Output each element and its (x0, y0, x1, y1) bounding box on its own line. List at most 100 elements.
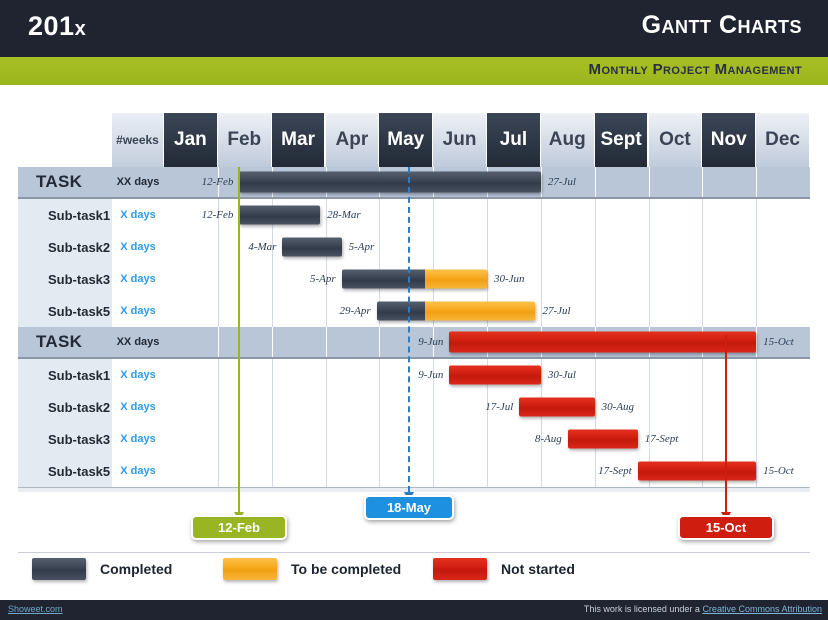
column-header-aug[interactable]: Aug (540, 113, 595, 167)
grid-line (702, 231, 704, 263)
gantt-bar[interactable] (567, 429, 638, 449)
grid-line (325, 295, 327, 327)
grid-line (540, 199, 542, 231)
column-header-jul[interactable]: Jul (487, 113, 541, 167)
grid-line (594, 199, 596, 231)
gantt-bar-segment-dark (282, 237, 342, 257)
grid-line (325, 199, 327, 231)
gantt-bar[interactable] (282, 237, 342, 257)
legend-swatch-red (433, 558, 487, 580)
column-header-mar[interactable]: Mar (271, 113, 326, 167)
gantt-bar[interactable] (449, 331, 757, 353)
grid-line (540, 359, 542, 391)
bar-start-date: 17-Jul (485, 401, 514, 413)
row-duration: X days (112, 455, 164, 487)
milestone-callout-blue[interactable]: 18-May (364, 495, 454, 520)
row-label: Sub-task1 (18, 199, 112, 231)
row-label: Sub-task2 (18, 391, 112, 423)
bar-start-date: 12-Feb (201, 176, 234, 188)
grid-line (271, 455, 273, 487)
gantt-bar[interactable] (239, 171, 541, 193)
row-label: Sub-task2 (18, 231, 112, 263)
column-header-feb[interactable]: Feb (217, 113, 272, 167)
column-header-sept[interactable]: Sept (594, 113, 649, 167)
gantt-bar[interactable] (449, 365, 541, 385)
creative-commons-link[interactable]: Creative Commons Attribution (702, 604, 822, 614)
column-header-oct[interactable]: Oct (648, 113, 703, 167)
year-suffix: x (74, 18, 87, 40)
grid-line (433, 359, 435, 391)
grid-line (540, 167, 542, 197)
grid-line (217, 327, 219, 357)
grid-line (702, 295, 704, 327)
row-duration: X days (112, 423, 164, 455)
grid-line (756, 167, 758, 197)
gantt-bar[interactable] (637, 461, 757, 481)
grid-line (433, 391, 435, 423)
grid-line (379, 423, 381, 455)
column-header-jan[interactable]: Jan (164, 113, 218, 167)
row-duration: XX days (112, 327, 164, 357)
grid-line (756, 327, 758, 357)
grid-bottom-edge (18, 487, 810, 492)
grid-line (433, 327, 435, 357)
gantt-bar[interactable] (341, 269, 487, 289)
grid-line (379, 391, 381, 423)
grid-line (648, 295, 650, 327)
milestone-line-green (234, 167, 244, 521)
grid-line (702, 359, 704, 391)
column-header-nov[interactable]: Nov (702, 113, 757, 167)
gantt-bar[interactable] (519, 397, 595, 417)
milestone-line-stem (408, 167, 410, 492)
grid-line (594, 391, 596, 423)
bar-end-date: 28-Mar (327, 209, 361, 221)
grid-line (540, 423, 542, 455)
milestone-line-stem (238, 167, 240, 512)
footer-brand-link[interactable]: Showeet.com (8, 604, 63, 614)
column-header-jun[interactable]: Jun (433, 113, 487, 167)
gantt-bar-segment-orange (425, 269, 487, 289)
grid-line (702, 167, 704, 197)
gantt-bar[interactable] (239, 205, 321, 225)
row-label: Sub-task3 (18, 263, 112, 295)
gantt-bar-segment-dark (376, 301, 426, 321)
grid-line (540, 263, 542, 295)
grid-line (271, 295, 273, 327)
column-header-may[interactable]: May (379, 113, 434, 167)
column-header-apr[interactable]: Apr (325, 113, 380, 167)
grid-line (379, 199, 381, 231)
grid-line (487, 423, 488, 455)
grid-line (756, 391, 758, 423)
grid-line (325, 359, 327, 391)
row-duration: X days (112, 391, 164, 423)
footer-license: This work is licensed under a Creative C… (584, 604, 822, 614)
gantt-bar-segment-dark (341, 269, 426, 289)
grid-line (271, 423, 273, 455)
gantt-bar[interactable] (376, 301, 536, 321)
milestone-callout-green[interactable]: 12-Feb (191, 515, 287, 540)
milestone-callout-red[interactable]: 15-Oct (678, 515, 774, 540)
grid-line (756, 231, 758, 263)
grid-line (648, 263, 650, 295)
column-header-dec[interactable]: Dec (756, 113, 810, 167)
bar-end-date: 27-Jul (547, 176, 576, 188)
row-duration: X days (112, 295, 164, 327)
row-duration: XX days (112, 167, 164, 197)
